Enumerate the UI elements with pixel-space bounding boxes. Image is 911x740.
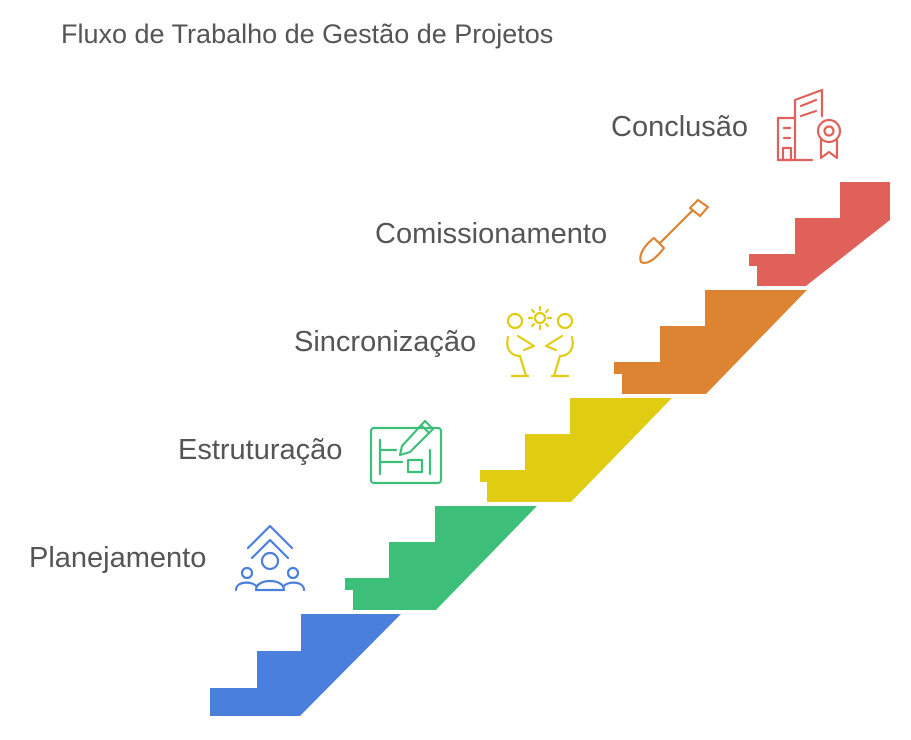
step-conclusao — [749, 182, 890, 286]
stair-block-planejamento — [210, 614, 401, 716]
step-sincronizacao — [480, 398, 672, 502]
blueprint-icon — [369, 419, 443, 485]
stair-block-comissionamento — [614, 290, 807, 394]
step-label-planejamento: Planejamento — [29, 542, 207, 574]
step-label-sincronizacao: Sincronização — [294, 326, 477, 358]
step-label-estruturacao: Estruturação — [178, 434, 343, 466]
collaboration-icon — [506, 305, 574, 378]
building-certificate-icon — [776, 88, 842, 162]
step-label-conclusao: Conclusão — [611, 111, 749, 143]
stair-block-sincronizacao — [480, 398, 672, 502]
step-estruturacao — [345, 506, 537, 610]
diagram-title: Fluxo de Trabalho de Gestão de Projetos — [61, 19, 554, 49]
team-growth-icon — [234, 524, 306, 592]
stair-block-conclusao — [749, 182, 890, 286]
step-comissionamento — [614, 290, 807, 394]
step-label-comissionamento: Comissionamento — [375, 218, 608, 250]
stair-block-estruturacao — [345, 506, 537, 610]
step-planejamento — [210, 614, 401, 716]
screwdriver-icon — [639, 198, 710, 264]
